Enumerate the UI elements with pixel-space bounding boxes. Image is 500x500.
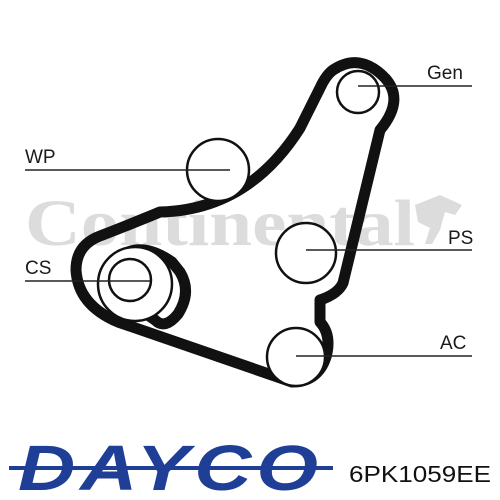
dayco-logo: DAYCO [9,432,333,500]
part-number: 6PK1059EE [349,461,491,487]
gen-pulley [335,69,381,115]
logo-underline [9,466,333,470]
callout-lines [25,85,472,357]
wp-label: WP [25,147,56,168]
ac-pulley [265,326,327,388]
cs-label: CS [25,258,51,279]
ps-label: PS [448,228,473,249]
horse-emblem-icon [415,195,462,244]
gen-label: Gen [427,63,463,84]
ac-label: AC [440,333,466,354]
continental-watermark: Continental [25,187,462,260]
ps-pulley [274,221,338,285]
cs-pulley-inner [107,257,153,303]
brand-text: DAYCO [18,432,323,500]
